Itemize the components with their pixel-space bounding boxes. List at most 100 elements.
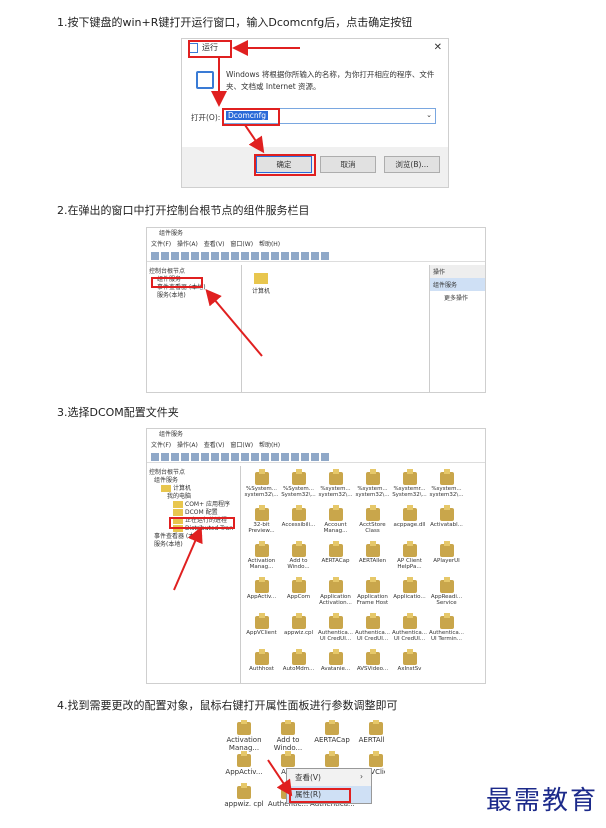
- dcom-item[interactable]: Account Manag...: [317, 505, 354, 542]
- dcom-item[interactable]: [428, 650, 465, 683]
- actions-selected[interactable]: 组件服务: [430, 278, 485, 291]
- dcom-item[interactable]: %system... system32\...: [428, 469, 465, 506]
- tree-component-services[interactable]: 组件服务: [157, 276, 182, 283]
- dcom-item[interactable]: %system... system32\...: [317, 469, 354, 506]
- dcom-item[interactable]: Activatabl...: [428, 505, 465, 542]
- dcom-item-label: Authentica... UI CredUI...: [317, 630, 354, 642]
- component-icon: [291, 469, 306, 485]
- dcom-item[interactable]: Authentica... UI Termin...: [428, 613, 465, 650]
- chevron-down-icon[interactable]: ⌄: [426, 111, 432, 119]
- component-icon: [402, 541, 417, 557]
- ctx-item[interactable]: Activation Manag...: [222, 720, 266, 752]
- dcom-item[interactable]: AxInstSv: [391, 649, 428, 683]
- dcom-item[interactable]: %systemr... System32\...: [391, 469, 428, 506]
- dcom-item[interactable]: 32-bit Preview...: [243, 505, 280, 542]
- toolbar2: [147, 451, 485, 463]
- dcom-item[interactable]: %System... System32\...: [280, 469, 317, 506]
- dcom-item[interactable]: Authhost: [243, 649, 280, 683]
- computer-label: 计算机: [252, 288, 271, 295]
- tree2-3[interactable]: 我的电脑: [167, 493, 192, 500]
- dcom-item-label: Authentica... UI CredUI...: [354, 630, 391, 642]
- dcom-item[interactable]: AutoMdm...: [280, 649, 317, 683]
- dcom-item-label: %systemr... System32\...: [392, 486, 427, 498]
- dcom-item[interactable]: AppCom: [280, 577, 317, 614]
- component-icon: [254, 541, 269, 557]
- dcom-item-label: acppage.dll: [393, 522, 426, 528]
- dcom-item[interactable]: AVSVideo...: [354, 649, 391, 683]
- menu-view[interactable]: 查看(V)›: [295, 772, 363, 782]
- tree2-8[interactable]: 事件查看器 (本地): [154, 533, 203, 540]
- dcom-item[interactable]: AppVClient: [243, 613, 280, 650]
- dcom-item[interactable]: APlayerUI: [428, 541, 465, 578]
- component-icon: [254, 505, 269, 521]
- tree2-4[interactable]: COM+ 应用程序: [149, 501, 233, 509]
- tree-services[interactable]: 服务(本地): [157, 292, 186, 299]
- dcom-item-label: AppVClient: [246, 630, 277, 636]
- dcom-item[interactable]: Accessibili...: [280, 505, 317, 542]
- highlight-title: [188, 40, 232, 58]
- dcom-item[interactable]: %system... system32\...: [354, 469, 391, 506]
- component-icon: [237, 720, 251, 735]
- highlight-properties: [289, 788, 351, 803]
- dcom-item[interactable]: Applicatio...: [391, 577, 428, 614]
- component-icon: [365, 577, 380, 593]
- ctx-item[interactable]: AERTAllen: [354, 720, 385, 752]
- cancel-button[interactable]: 取消: [320, 156, 376, 173]
- mmc-title: 组件服务: [159, 230, 184, 237]
- dcom-item[interactable]: appwiz.cpl: [280, 613, 317, 650]
- ctx-item[interactable]: AERTACap: [310, 720, 354, 752]
- dcom-item-label: Activatabl...: [430, 522, 463, 528]
- dcom-item[interactable]: AcctStore Class: [354, 505, 391, 542]
- tree-root[interactable]: 控制台根节点: [149, 268, 186, 275]
- component-icon: [402, 469, 417, 485]
- dcom-item[interactable]: Authentica... UI CredUI...: [391, 613, 428, 650]
- component-icon: [369, 720, 383, 735]
- mmc-menu[interactable]: 文件(F) 操作(A) 查看(V) 窗口(W) 帮助(H): [151, 241, 281, 248]
- highlight-dcom: [169, 517, 235, 529]
- dcom-item[interactable]: AppReadi... Service: [428, 577, 465, 614]
- step-3-text: 3.选择DCOM配置文件夹: [57, 406, 179, 419]
- tree2-1[interactable]: 组件服务: [154, 477, 179, 484]
- dcom-item[interactable]: %System... system32\...: [243, 469, 280, 506]
- mmc2-menu[interactable]: 文件(F) 操作(A) 查看(V) 窗口(W) 帮助(H): [151, 442, 281, 449]
- close-icon[interactable]: ✕: [433, 42, 442, 53]
- ctx-item[interactable]: AppActiv...: [222, 751, 266, 784]
- step-2-text: 2.在弹出的窗口中打开控制台根节点的组件服务栏目: [57, 204, 310, 217]
- computer-folder[interactable]: 计算机: [252, 273, 270, 295]
- component-icon: [325, 751, 339, 767]
- dcom-item[interactable]: Application Activation...: [317, 577, 354, 614]
- tree2-2[interactable]: 计算机: [149, 485, 233, 493]
- dcom-item[interactable]: AppActiv...: [243, 577, 280, 614]
- dcom-item-label: Account Manag...: [323, 522, 348, 534]
- tree2-0[interactable]: 控制台根节点: [149, 469, 186, 476]
- tree2-9[interactable]: 服务(本地): [154, 541, 183, 548]
- dcom-item[interactable]: Authentica... UI CredUI...: [317, 613, 354, 650]
- ctx-item[interactable]: appwiz. cpl: [222, 783, 266, 816]
- actions-more[interactable]: 更多操作: [444, 295, 469, 302]
- tree2-6[interactable]: 正在运行的进程: [149, 517, 233, 525]
- step-4-text: 4.找到需要更改的配置对象，鼠标右键打开属性面板进行参数调整即可: [57, 699, 398, 712]
- dcom-item[interactable]: Add to Windo...: [280, 541, 317, 578]
- dcom-item[interactable]: AERTACap: [317, 541, 354, 578]
- browse-button[interactable]: 浏览(B)...: [384, 156, 440, 173]
- ctx-item-label: appwiz. cpl: [224, 800, 264, 808]
- dcom-item-label: 32-bit Preview...: [248, 522, 275, 534]
- dcom-grid: %System... system32\...%System... System…: [243, 469, 465, 683]
- tree2-5[interactable]: DCOM 配置: [149, 509, 233, 517]
- dcom-item[interactable]: Application Frame Host: [354, 577, 391, 614]
- run-title: 运行: [202, 43, 218, 52]
- ctx-item-label: AERTAllen: [358, 736, 385, 744]
- dcom-item[interactable]: Avatanie...: [317, 649, 354, 683]
- dcom-item[interactable]: Authentica... UI CredUI...: [354, 613, 391, 650]
- run-description: Windows 将根据你所输入的名称，为你打开相应的程序、文件夹、文档或 Int…: [226, 70, 435, 91]
- dcom-item[interactable]: Activation Manag...: [243, 541, 280, 578]
- dcom-item[interactable]: AERTAllen: [354, 541, 391, 578]
- dcom-item[interactable]: AP Client HelpPa...: [391, 541, 428, 578]
- ctx-item[interactable]: Add to Windo...: [266, 720, 310, 752]
- component-icon: [281, 720, 295, 735]
- ok-button[interactable]: 确定: [256, 156, 312, 173]
- actions-pane: 操作 组件服务 更多操作: [429, 265, 485, 392]
- highlight-ok: [254, 154, 316, 176]
- component-icon: [402, 649, 417, 665]
- dcom-item[interactable]: acppage.dll: [391, 505, 428, 542]
